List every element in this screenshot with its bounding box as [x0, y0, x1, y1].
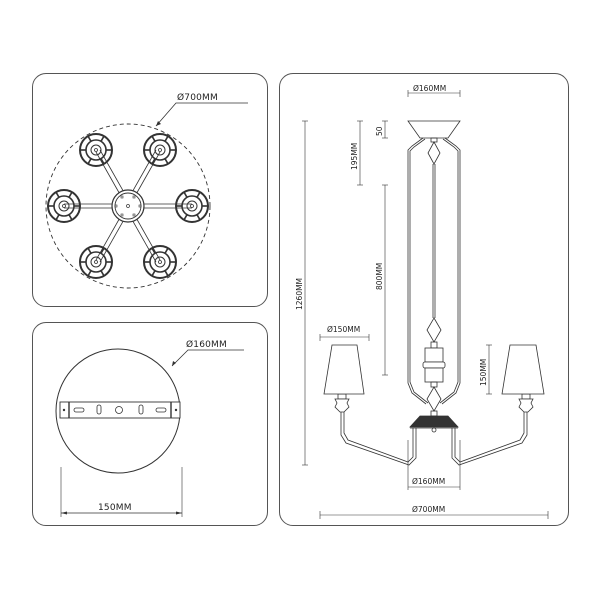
- total-height-label: 1260MM: [295, 278, 304, 310]
- shade-top-icon: [175, 189, 209, 223]
- top-view-drawing: Ø700MM: [45, 92, 248, 289]
- top-view-panel: [32, 73, 268, 307]
- side-view-drawing: [323, 120, 545, 466]
- overall-width-label: Ø700MM: [412, 505, 445, 514]
- rod-length-label: 800MM: [375, 263, 384, 290]
- ceiling-plate-drawing: Ø160MM 150MM: [55, 339, 244, 517]
- ceiling-plate-diameter-label: Ø160MM: [186, 339, 227, 350]
- shade-top-icon: [47, 189, 81, 223]
- side-view-dimensions: [302, 90, 549, 519]
- shade-top-icon: [79, 245, 113, 279]
- canopy-diameter-label: Ø160MM: [413, 84, 446, 93]
- base-diameter-label: Ø160MM: [412, 477, 445, 486]
- shade-height-label: 150MM: [479, 359, 488, 386]
- top-view-diameter-label: Ø700MM: [177, 92, 218, 103]
- top-section-label: 195MM: [350, 143, 359, 170]
- side-view-panel: [279, 73, 569, 526]
- canopy-height-label: 50: [375, 126, 384, 136]
- bracket-width-label: 150MM: [98, 503, 132, 513]
- shade-diameter-label: Ø150MM: [327, 325, 360, 334]
- shade-top-icon: [79, 133, 113, 167]
- ceiling-plate-panel: [32, 322, 268, 526]
- shade-top-icon: [143, 245, 177, 279]
- shade-top-icon: [143, 133, 177, 167]
- side-view-labels: Ø160MM 50 195MM 800MM 1260MM Ø150MM 150M…: [295, 84, 488, 514]
